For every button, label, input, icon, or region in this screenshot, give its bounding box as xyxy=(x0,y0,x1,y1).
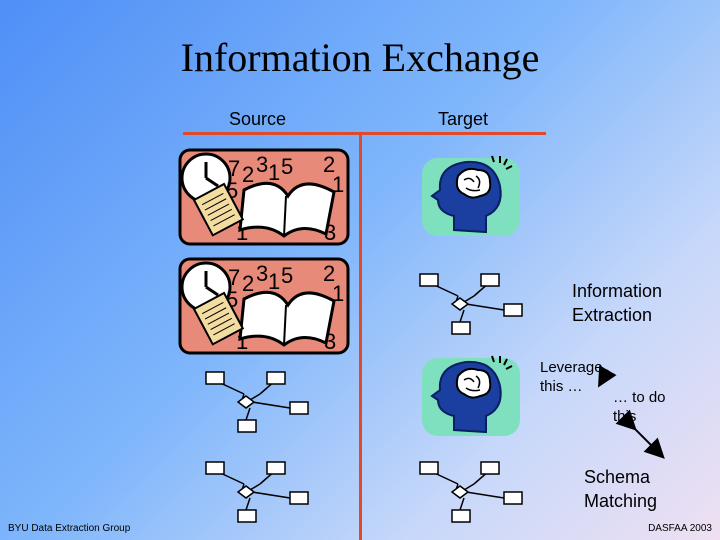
svg-text:2: 2 xyxy=(323,152,335,177)
todo-label: … to do this xyxy=(613,388,666,426)
footer-left: BYU Data Extraction Group xyxy=(8,523,131,534)
svg-text:7: 7 xyxy=(228,156,240,181)
schema-diagram xyxy=(419,461,523,523)
svg-text:7: 7 xyxy=(228,265,240,290)
head-clipart xyxy=(422,155,520,236)
footer-right: DASFAA 2003 xyxy=(648,523,712,534)
svg-text:2: 2 xyxy=(242,271,254,296)
label-line: … to do xyxy=(613,389,666,406)
svg-text:3: 3 xyxy=(256,152,268,177)
schema-diagram xyxy=(205,371,309,433)
leverage-label: Leverage this … xyxy=(540,358,603,396)
label-line: Extraction xyxy=(572,305,653,325)
label-line: this xyxy=(613,408,637,425)
target-header: Target xyxy=(438,109,489,129)
svg-text:5: 5 xyxy=(281,263,293,288)
column-divider xyxy=(359,132,362,540)
svg-text:2: 2 xyxy=(323,261,335,286)
information-extraction-label: Information Extraction xyxy=(572,279,662,327)
svg-text:5: 5 xyxy=(281,154,293,179)
head-clipart xyxy=(422,355,520,436)
label-line: Schema xyxy=(584,467,651,487)
label-line: this … xyxy=(540,378,583,395)
source-header: Source xyxy=(229,109,287,129)
schema-diagram xyxy=(205,461,309,523)
svg-text:1: 1 xyxy=(268,160,280,185)
schema-matching-arrow xyxy=(615,409,665,459)
label-line: Information xyxy=(572,281,663,301)
svg-text:3: 3 xyxy=(256,261,268,286)
schema-matching-label: Schema Matching xyxy=(584,465,657,513)
svg-text:1: 1 xyxy=(268,269,280,294)
header-divider xyxy=(183,132,546,135)
label-line: Matching xyxy=(584,491,658,511)
svg-text:1: 1 xyxy=(332,172,344,197)
svg-text:1: 1 xyxy=(332,281,344,306)
svg-text:2: 2 xyxy=(242,162,254,187)
slide-title: Information Exchange xyxy=(180,35,540,80)
schema-diagram xyxy=(419,273,523,335)
label-line: Leverage xyxy=(540,359,603,376)
